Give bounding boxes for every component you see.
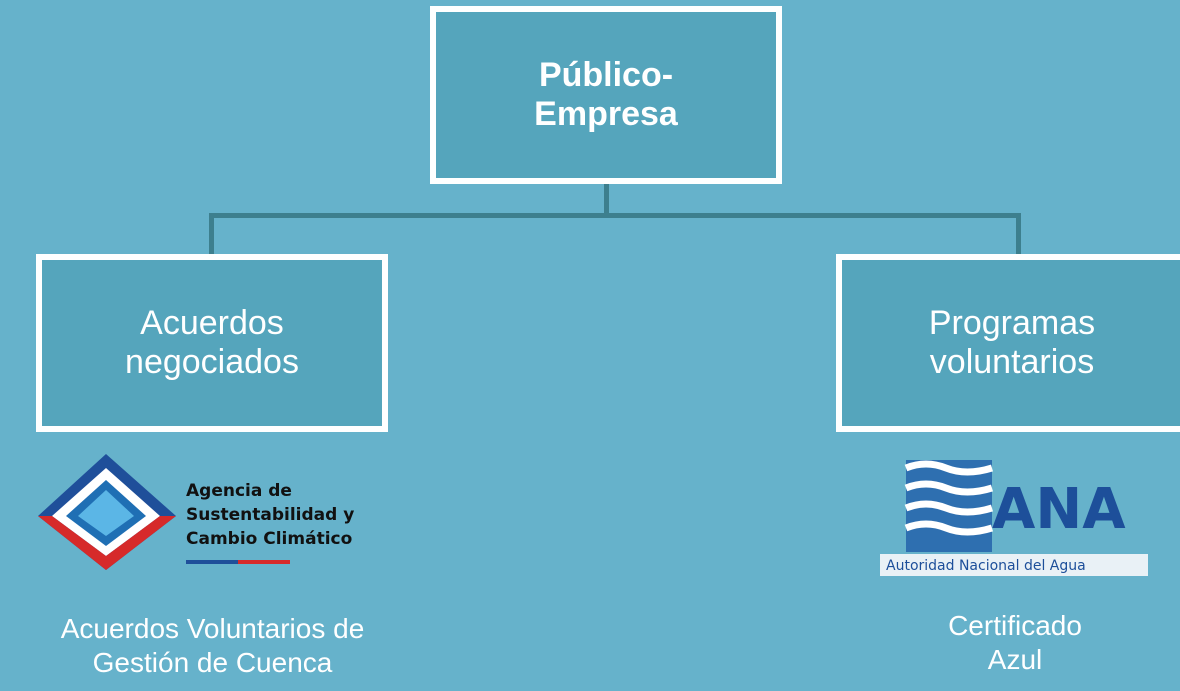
root-node-label: Público- Empresa bbox=[534, 55, 678, 133]
child-node-programas: Programas voluntarios bbox=[836, 254, 1180, 432]
caption-certificado-azul: Certificado Azul bbox=[948, 610, 1082, 675]
connector-root-stem bbox=[604, 184, 609, 216]
ana-logo-graphic: ANA Autoridad Nacional del Agua bbox=[880, 460, 1148, 576]
connector-left-stem bbox=[209, 213, 214, 254]
svg-text:Sustentabilidad y: Sustentabilidad y bbox=[186, 505, 354, 525]
agencia-logo-graphic: Agencia de Sustentabilidad y Cambio Clim… bbox=[38, 454, 354, 570]
child-node-acuerdos-label: Acuerdos negociados bbox=[125, 303, 299, 381]
ana-logo: ANA Autoridad Nacional del Agua bbox=[876, 456, 1152, 580]
connector-horizontal bbox=[209, 213, 1021, 218]
caption-acuerdos-voluntarios: Acuerdos Voluntarios de Gestión de Cuenc… bbox=[60, 613, 365, 678]
agencia-logo: Agencia de Sustentabilidad y Cambio Clim… bbox=[36, 452, 396, 570]
root-node: Público- Empresa bbox=[430, 6, 782, 184]
child-node-acuerdos: Acuerdos negociados bbox=[36, 254, 388, 432]
connector-right-stem bbox=[1016, 213, 1021, 254]
svg-text:Autoridad Nacional del Agua: Autoridad Nacional del Agua bbox=[886, 558, 1086, 574]
svg-text:ANA: ANA bbox=[992, 477, 1126, 542]
svg-text:Agencia de: Agencia de bbox=[186, 481, 292, 501]
svg-text:Cambio Climático: Cambio Climático bbox=[186, 529, 352, 549]
child-node-programas-label: Programas voluntarios bbox=[928, 303, 1096, 381]
